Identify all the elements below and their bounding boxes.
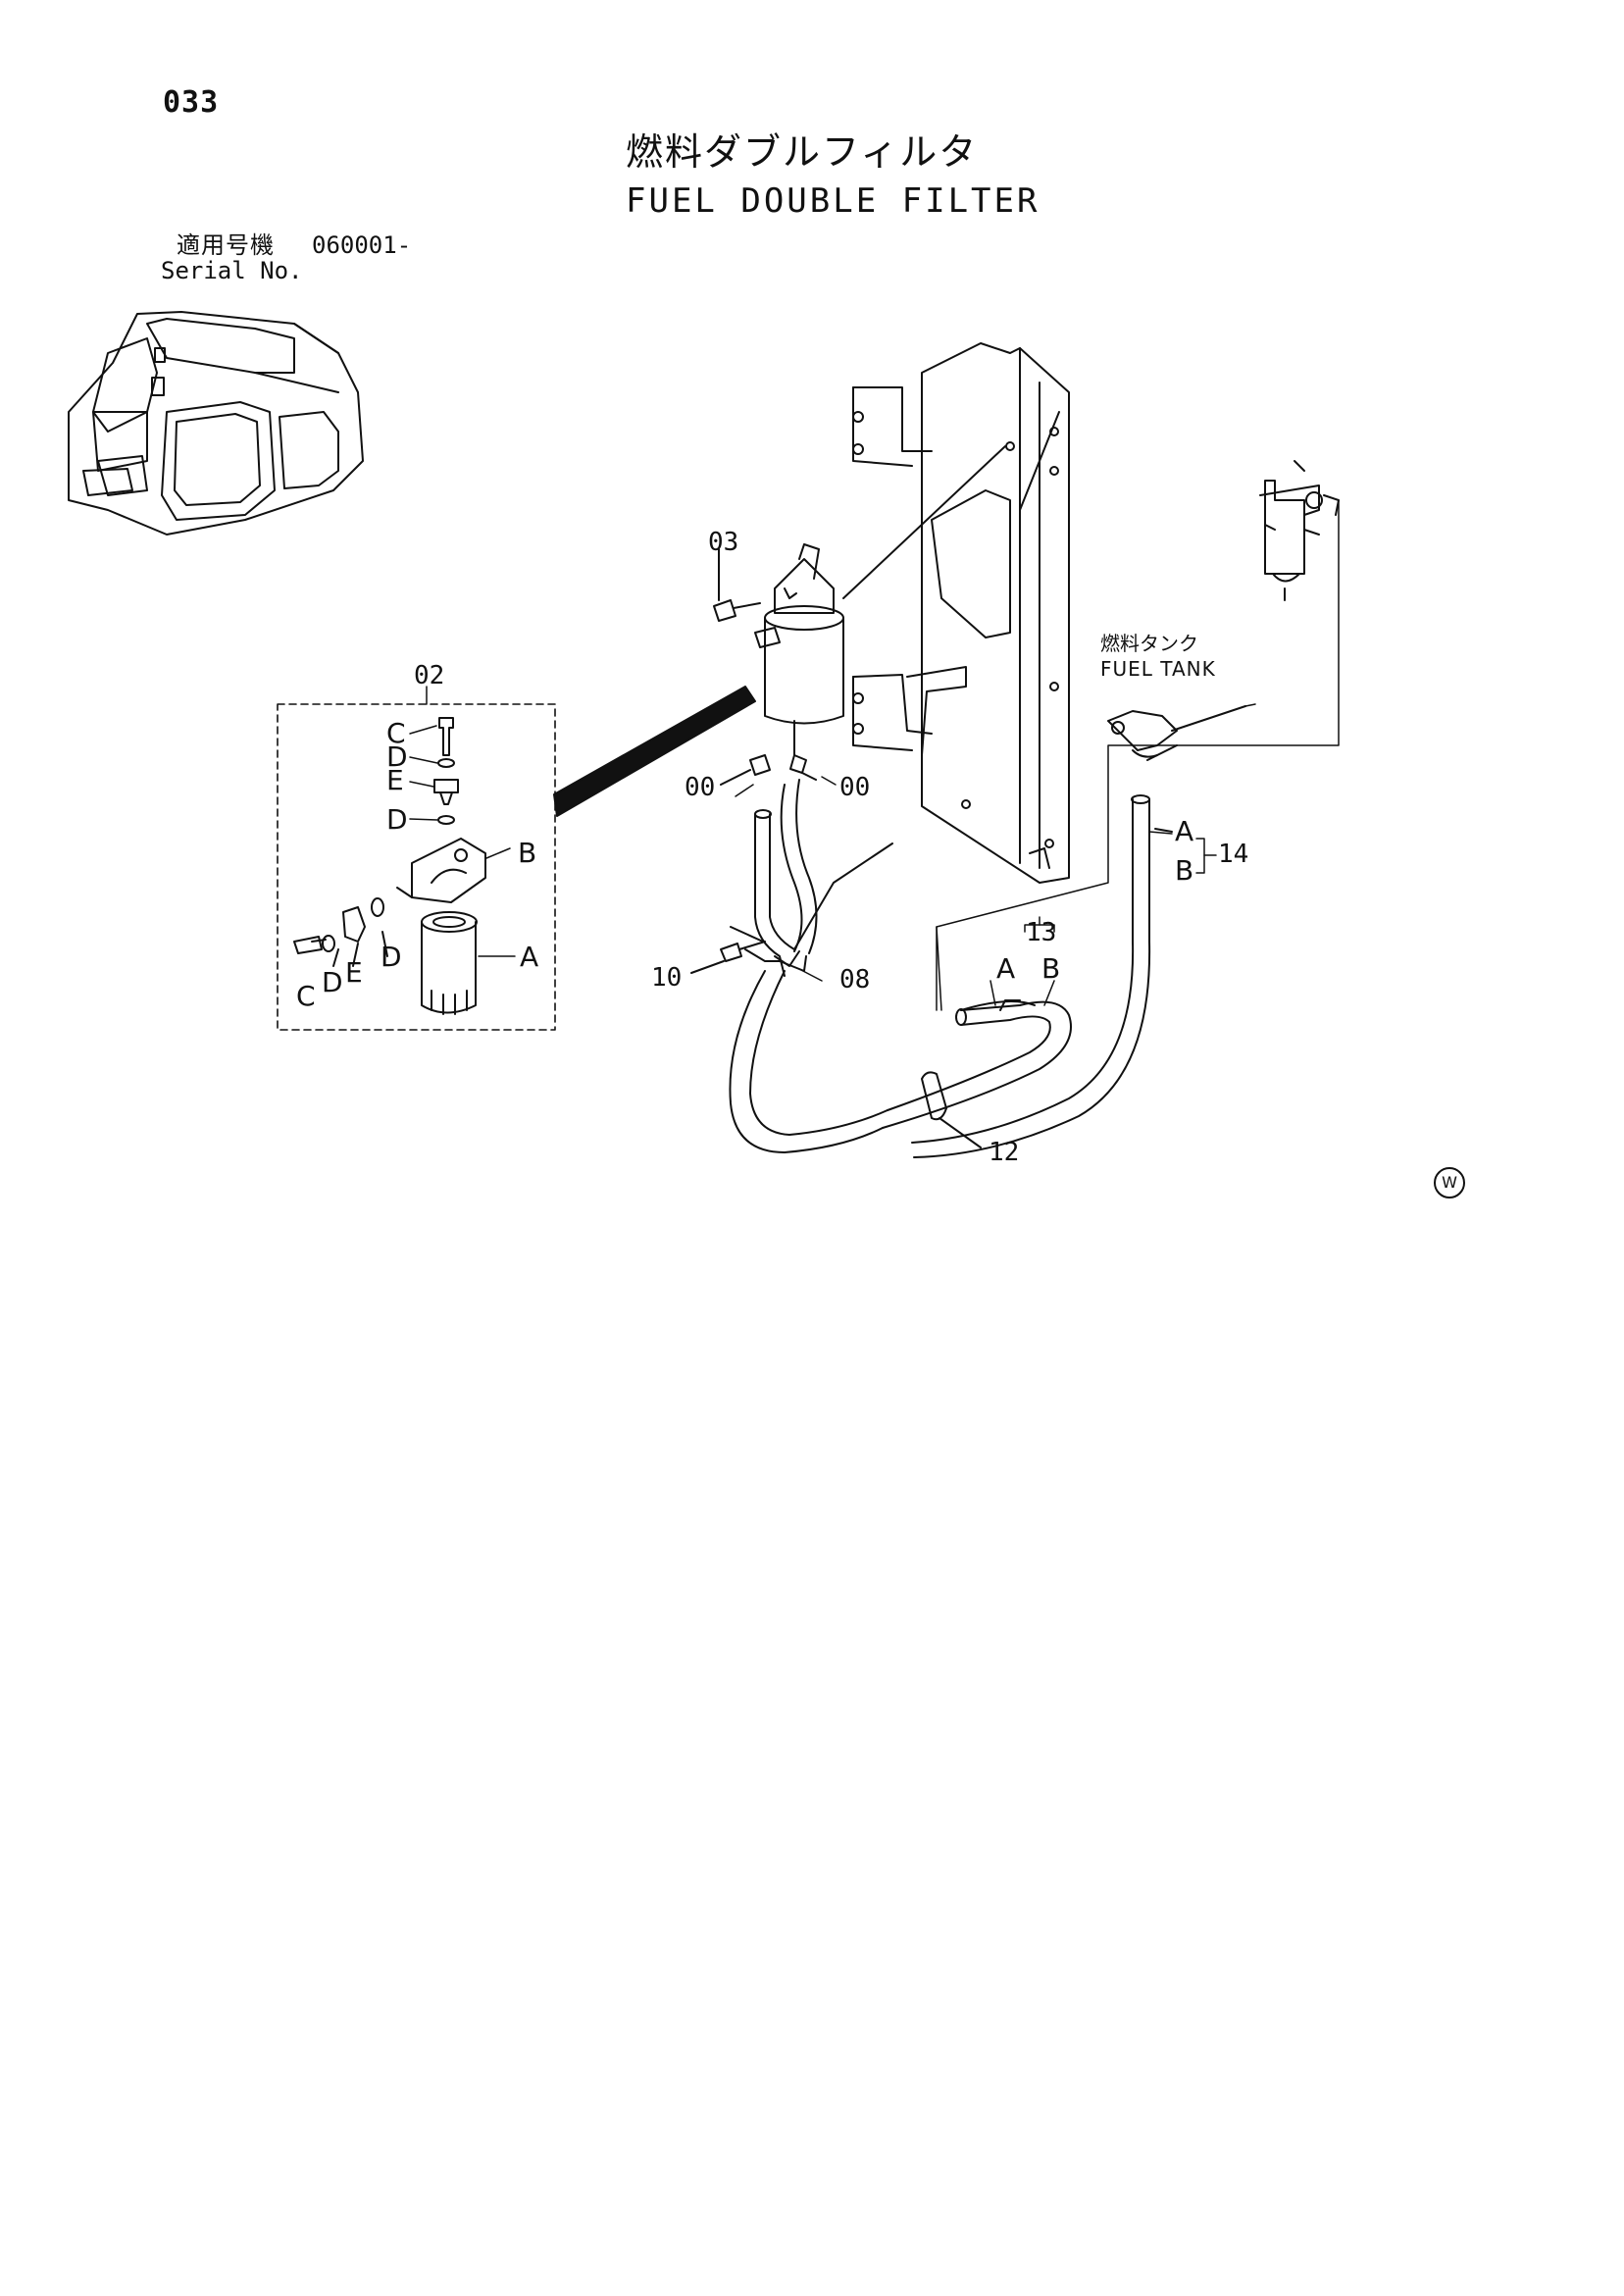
excavator-cab-thumbnail: [68, 311, 364, 536]
fuel-tank-fitting: [1107, 705, 1246, 761]
hose14-label-b: B: [1175, 854, 1194, 887]
fuel-tank-label-japanese: 燃料タンク: [1100, 632, 1198, 655]
water-separator: [1259, 460, 1340, 601]
filter-kit-box: [277, 703, 556, 1031]
callout-00-left: 00: [685, 773, 716, 802]
kit-label-d-right: D: [381, 941, 402, 973]
kit-label-e-bottom: E: [345, 956, 363, 989]
connection-lines: [936, 499, 1340, 1011]
kit-label-e-top: E: [386, 764, 404, 796]
kit-leader-lines: [409, 686, 516, 957]
callout-14: 14: [1218, 840, 1249, 869]
fuel-tank-label-english: FUEL TANK: [1100, 657, 1216, 681]
callout-10: 10: [651, 963, 683, 993]
page-title-english: FUEL DOUBLE FILTER: [626, 181, 1040, 221]
bolt-10: [690, 941, 766, 974]
hose-clamps: [720, 754, 817, 786]
callout-03: 03: [708, 528, 739, 557]
kit-label-c-top: C: [386, 717, 406, 749]
page-number: 033: [163, 85, 220, 120]
filter-kit-parts: [293, 717, 486, 1015]
circled-w-mark: W: [1434, 1167, 1465, 1199]
callout-00-right: 00: [839, 773, 871, 802]
hose13-label-a: A: [996, 952, 1016, 985]
hose-clip-12: [921, 1071, 982, 1148]
callout-12: 12: [989, 1138, 1020, 1167]
hose14-label-a: A: [1175, 815, 1194, 847]
hose13-label-b: B: [1041, 952, 1061, 985]
serial-number: 060001-: [312, 231, 412, 259]
callout-13: 13: [1026, 918, 1057, 947]
hose-13: [955, 999, 1036, 1026]
fuel-filter-assembly: [754, 445, 1006, 756]
kit-label-b: B: [518, 837, 537, 869]
kit-pointer-arrow: [553, 686, 756, 817]
bolt-03: [713, 548, 761, 622]
kit-label-d-bottom: D: [322, 966, 343, 998]
mounting-bracket: [852, 342, 1070, 884]
callout-02: 02: [414, 661, 445, 690]
serial-label-english: Serial No.: [161, 257, 303, 284]
kit-label-c-bottom: C: [296, 980, 316, 1012]
hose-08: [729, 779, 1072, 1153]
callout-08: 08: [839, 965, 871, 995]
serial-label-japanese: 適用号機: [177, 231, 275, 259]
kit-label-d-middle: D: [386, 803, 408, 836]
kit-label-d-top: D: [386, 740, 408, 773]
kit-label-a: A: [520, 941, 539, 973]
hose-leader-lines: [735, 776, 1217, 1006]
page-title-japanese: 燃料ダブルフィルタ: [626, 130, 979, 174]
